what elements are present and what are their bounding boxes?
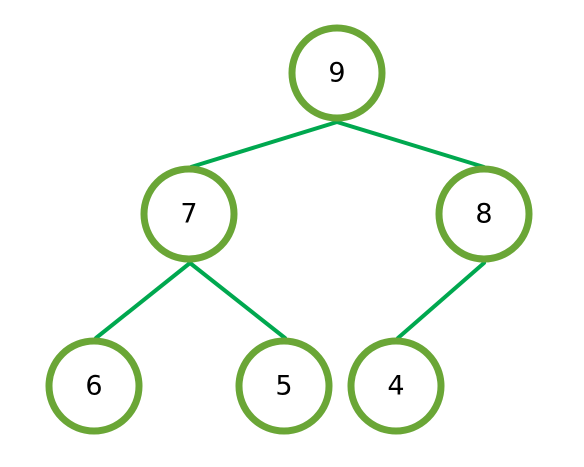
tree-nodes: 9 7 8 6 5 4 [45, 24, 533, 435]
tree-edges [94, 120, 486, 340]
node-circle [288, 24, 386, 122]
node-label: 7 [180, 199, 197, 230]
tree-node-8: 8 [435, 165, 533, 263]
node-circle [347, 337, 445, 435]
edge-9-7 [189, 120, 339, 169]
edge-7-6 [94, 261, 192, 340]
tree-node-7: 7 [140, 165, 238, 263]
node-circle [235, 337, 333, 435]
edge-7-5 [188, 261, 287, 340]
node-label: 6 [85, 371, 102, 402]
node-label: 4 [387, 371, 404, 402]
tree-node-5: 5 [235, 337, 333, 435]
tree-node-6: 6 [45, 337, 143, 435]
edge-9-8 [335, 120, 486, 169]
node-label: 5 [275, 371, 292, 402]
node-label: 8 [475, 199, 492, 230]
node-circle [45, 337, 143, 435]
tree-node-4: 4 [347, 337, 445, 435]
edge-8-4 [396, 261, 486, 340]
node-label: 9 [328, 58, 345, 89]
node-circle [140, 165, 238, 263]
tree-node-9: 9 [288, 24, 386, 122]
node-circle [435, 165, 533, 263]
